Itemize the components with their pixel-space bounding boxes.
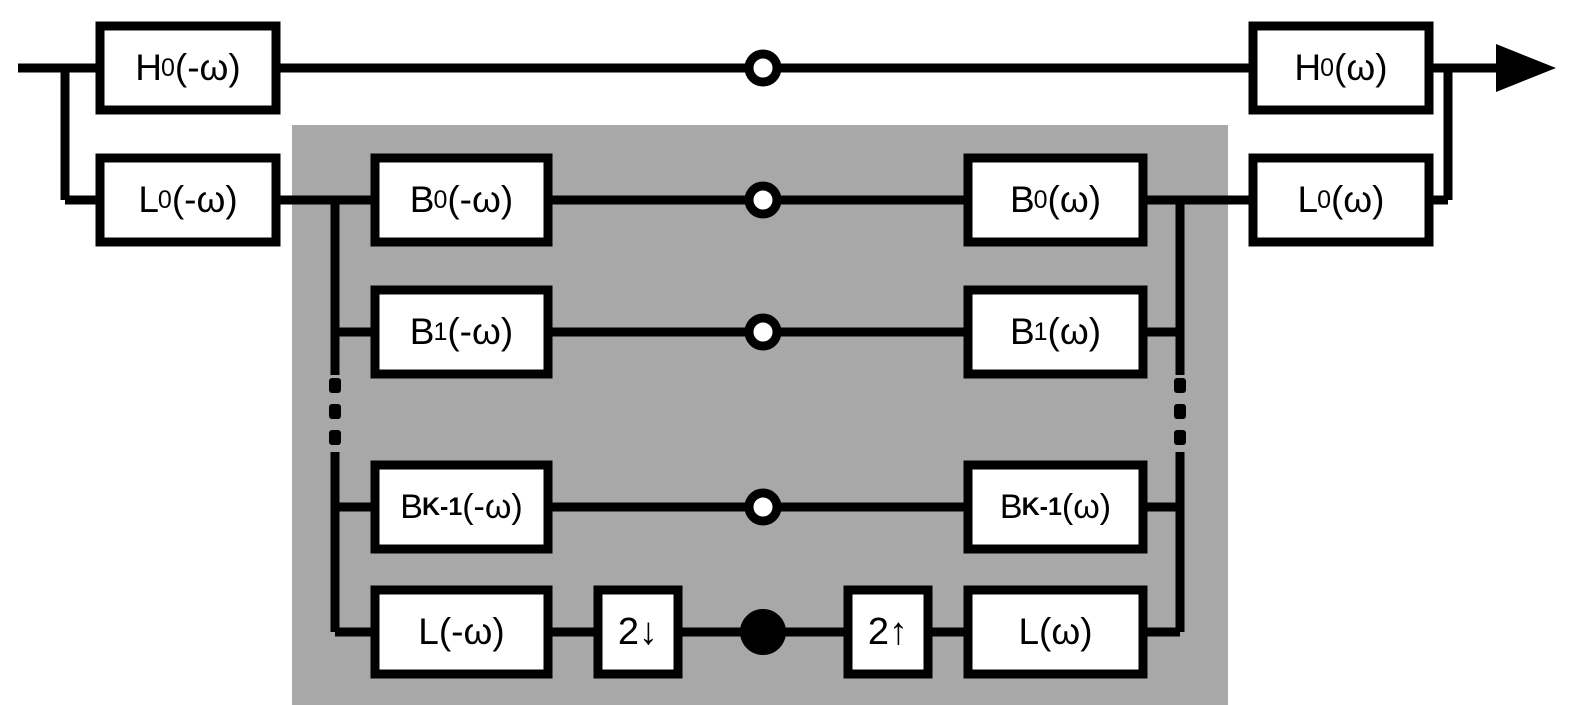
ellipsis-left-bus <box>329 378 341 445</box>
node-top-open <box>744 49 782 87</box>
node-group-open <box>744 49 782 526</box>
block-b1-synthesis <box>963 285 1148 379</box>
node-bk1-open <box>744 488 782 526</box>
block-h0-analysis <box>95 21 281 115</box>
block-b1-analysis <box>370 285 553 379</box>
block-bk1-analysis <box>370 460 553 554</box>
block-upsampler <box>843 585 933 679</box>
block-l-analysis <box>370 585 553 679</box>
ellipsis-right-bus <box>1174 378 1186 445</box>
node-b0-open <box>744 181 782 219</box>
block-l0-synthesis <box>1248 153 1434 247</box>
block-l-synthesis <box>963 585 1148 679</box>
block-bk1-synthesis <box>963 460 1148 554</box>
block-downsampler <box>593 585 683 679</box>
block-h0-synthesis <box>1248 21 1434 115</box>
block-b0-synthesis <box>963 153 1148 247</box>
block-b0-analysis <box>370 153 553 247</box>
output-arrow-icon <box>1496 44 1556 92</box>
block-l0-analysis <box>95 153 281 247</box>
node-lowpass-filled <box>740 609 786 655</box>
block-rects <box>95 21 1434 679</box>
node-b1-open <box>744 313 782 351</box>
